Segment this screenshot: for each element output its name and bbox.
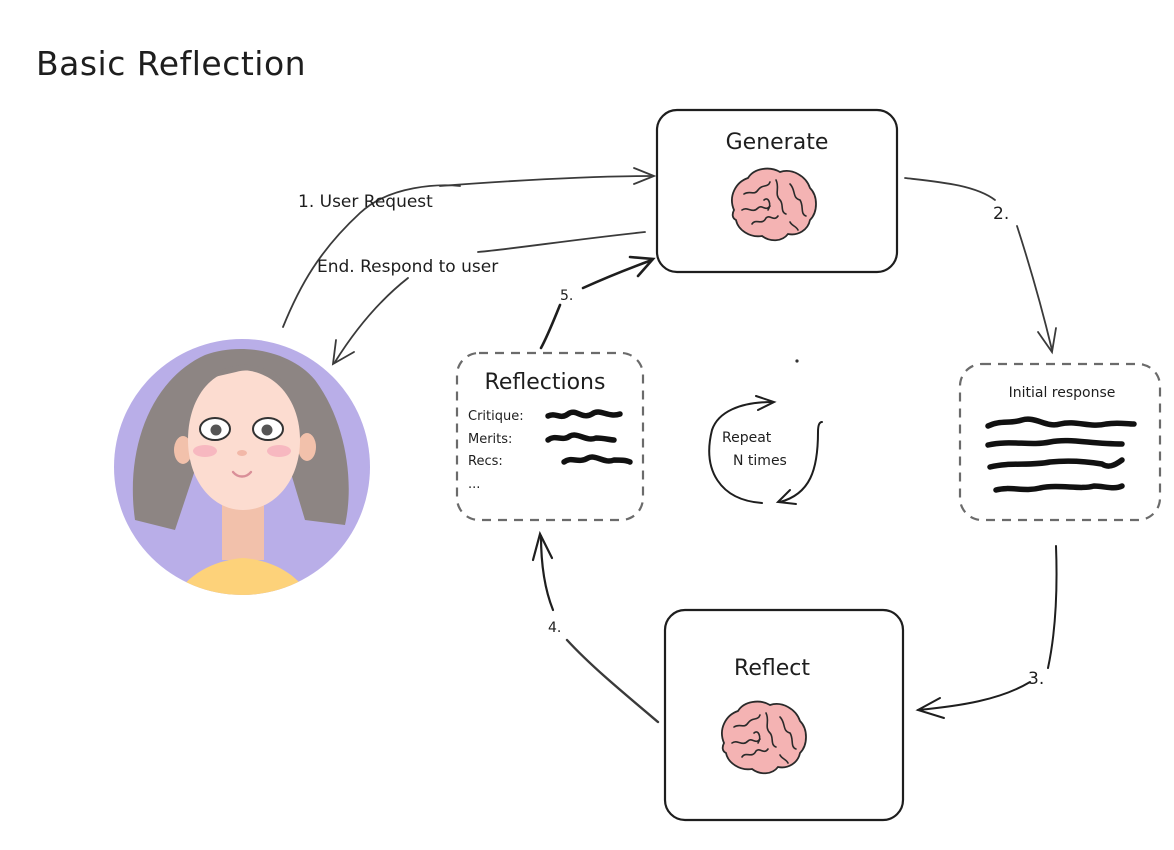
reflections-box — [455, 351, 645, 522]
edge-label-user-request: 1. User Request — [298, 192, 433, 212]
edge-line — [539, 534, 555, 612]
loop-arrow — [708, 401, 773, 504]
text-scribble — [985, 416, 1137, 429]
loop-label-1: Repeat — [722, 430, 772, 446]
generate-node: Generate — [655, 108, 899, 274]
edge-line — [565, 638, 660, 724]
reflections-row: ... — [468, 477, 480, 492]
edge-label-step3: 3. — [1028, 669, 1044, 689]
face — [188, 370, 300, 510]
edge-line — [539, 303, 562, 350]
text-scribble — [993, 483, 1125, 493]
edge-user-request: 1. User Request — [282, 167, 657, 328]
initial-response-box — [958, 362, 1162, 522]
edge-line — [1047, 545, 1058, 669]
reflections-node: Reflections Critique: Merits: Recs: ... — [455, 351, 645, 522]
edge-label-step4: 4. — [548, 620, 561, 636]
loop-arrowhead — [775, 489, 797, 505]
user-avatar — [114, 339, 370, 595]
reflections-row: Recs: — [468, 454, 503, 469]
arrowhead — [915, 697, 945, 719]
text-scribble — [987, 457, 1125, 470]
initial-response-label: Initial response — [1009, 385, 1116, 401]
initial-response-node: Initial response — [958, 362, 1162, 522]
text-scribble — [545, 409, 623, 420]
diagram-title: Basic Reflection — [36, 44, 306, 83]
edge-line — [581, 258, 654, 290]
edge-step5: 5. — [539, 255, 656, 350]
edge-label-respond: End. Respond to user — [317, 257, 498, 277]
text-scribble — [561, 454, 633, 465]
arrowhead — [628, 255, 656, 278]
generate-label: Generate — [726, 130, 829, 155]
loop-arrow — [779, 421, 823, 503]
reflect-node: Reflect — [663, 608, 905, 822]
edge-line — [917, 681, 1031, 711]
brain-icon — [721, 700, 807, 775]
loop-label-2: N times — [733, 453, 787, 469]
arrowhead — [331, 339, 355, 366]
shirt — [170, 558, 315, 595]
reflections-label: Reflections — [485, 370, 606, 395]
loop-arrowhead — [755, 395, 777, 411]
reflections-row: Merits: — [468, 432, 512, 447]
edge-line — [282, 184, 461, 328]
edge-label-step5: 5. — [560, 288, 573, 304]
edge-line — [904, 177, 996, 201]
edge-line — [334, 277, 409, 363]
edge-step3: 3. — [915, 545, 1058, 719]
edge-respond: End. Respond to user — [317, 231, 646, 366]
reflect-label: Reflect — [734, 656, 810, 681]
edge-step4: 4. — [531, 530, 660, 724]
text-scribble — [985, 437, 1125, 448]
edge-line — [1016, 225, 1053, 351]
repeat-loop: Repeat N times — [708, 359, 823, 505]
edge-step2: 2. — [904, 177, 1057, 355]
arrowhead — [1037, 327, 1057, 355]
edge-line — [477, 231, 646, 253]
arrowhead — [531, 530, 554, 562]
stray-dot — [795, 359, 799, 363]
arrowhead — [633, 167, 657, 185]
reflections-row: Critique: — [468, 409, 524, 424]
edge-line — [439, 175, 653, 187]
brain-icon — [731, 167, 817, 242]
text-scribble — [545, 432, 617, 443]
edge-label-step2: 2. — [993, 204, 1009, 224]
